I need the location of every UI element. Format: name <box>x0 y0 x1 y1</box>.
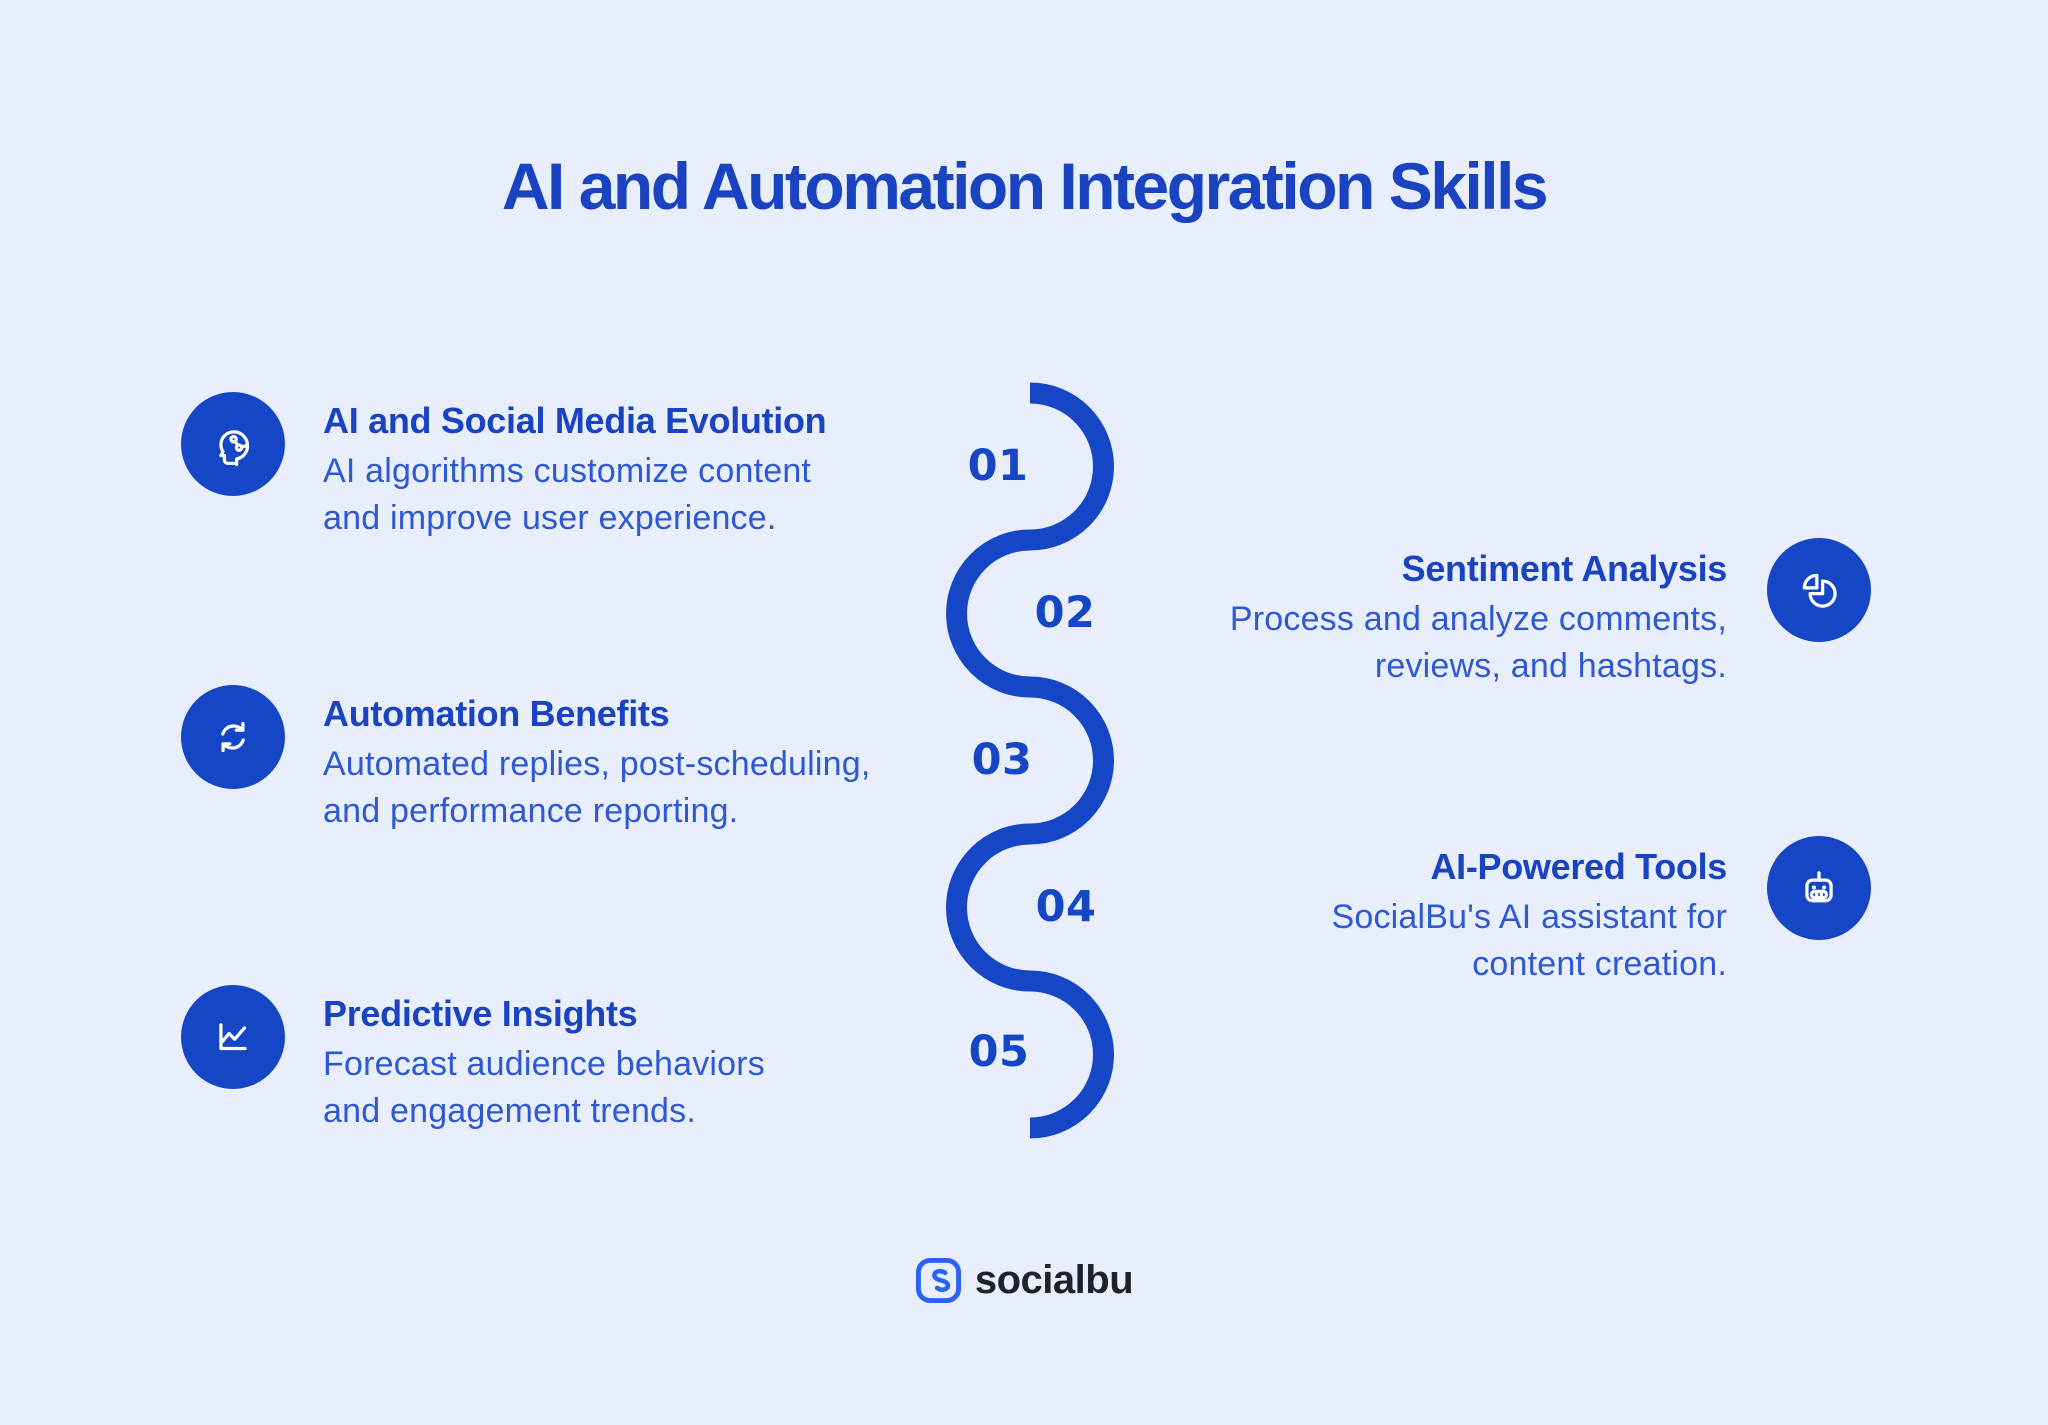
step-title: Sentiment Analysis <box>1401 548 1728 589</box>
step-icon-circle <box>1767 836 1871 940</box>
step-description-line: and engagement trends. <box>323 1092 697 1130</box>
line-chart-icon <box>219 1023 247 1051</box>
step-title: Automation Benefits <box>323 693 670 734</box>
step-number-01: 01 <box>967 441 1029 491</box>
step-description: Forecast audience behaviors and engageme… <box>323 1041 765 1135</box>
step-description-line: and performance reporting. <box>323 792 739 830</box>
step-icon-circle <box>1767 538 1871 642</box>
step-text: Predictive Insights Forecast audience be… <box>323 993 765 1135</box>
socialbu-logo-text: socialbu <box>974 1258 1134 1302</box>
step-number-04: 04 <box>1035 882 1097 932</box>
socialbu-logo: socialbu <box>0 1257 2048 1304</box>
step-description: Process and analyze comments, reviews, a… <box>1230 596 1727 690</box>
ai-head-icon <box>219 430 250 467</box>
step-description-line: reviews, and hashtags. <box>1374 647 1727 685</box>
step-item-02: Sentiment Analysis Process and analyze c… <box>1230 538 1871 690</box>
pie-chart-icon <box>1802 573 1837 608</box>
sync-icon <box>221 721 245 753</box>
step-item-05: Predictive Insights Forecast audience be… <box>181 985 765 1135</box>
step-number-02: 02 <box>1034 588 1096 638</box>
step-description: Automated replies, post-scheduling, and … <box>323 741 871 835</box>
step-description-line: content creation. <box>1472 945 1727 983</box>
step-number-05: 05 <box>968 1027 1030 1077</box>
step-description-line: SocialBu's AI assistant for <box>1331 898 1727 936</box>
robot-icon <box>1805 871 1833 903</box>
step-item-04: AI-Powered Tools SocialBu's AI assistant… <box>1331 836 1871 988</box>
step-description: AI algorithms customize content and impr… <box>323 448 826 542</box>
step-icon-circle <box>181 392 285 496</box>
step-text: Automation Benefits Automated replies, p… <box>323 693 871 835</box>
step-icon-circle <box>181 985 285 1089</box>
step-title: AI and Social Media Evolution <box>323 400 827 441</box>
step-number-03: 03 <box>971 735 1033 785</box>
step-text: Sentiment Analysis Process and analyze c… <box>1230 548 1727 690</box>
step-text: AI-Powered Tools SocialBu's AI assistant… <box>1331 846 1727 988</box>
step-text: AI and Social Media Evolution AI algorit… <box>323 400 827 542</box>
socialbu-logo-mark-icon <box>915 1257 961 1304</box>
page-title: AI and Automation Integration Skills <box>501 149 1549 223</box>
step-description-line: and improve user experience. <box>323 499 777 537</box>
step-title: AI-Powered Tools <box>1430 846 1727 887</box>
step-description: SocialBu's AI assistant for content crea… <box>1331 894 1727 988</box>
step-description-line: Process and analyze comments, <box>1229 600 1727 638</box>
step-icon-circle <box>181 685 285 789</box>
step-description-line: Forecast audience behaviors <box>323 1045 765 1083</box>
step-description-line: AI algorithms customize content <box>323 452 812 490</box>
step-item-01: AI and Social Media Evolution AI algorit… <box>181 392 827 542</box>
step-description-line: Automated replies, post-scheduling, <box>323 745 871 783</box>
step-item-03: Automation Benefits Automated replies, p… <box>181 685 871 835</box>
step-title: Predictive Insights <box>323 993 638 1034</box>
